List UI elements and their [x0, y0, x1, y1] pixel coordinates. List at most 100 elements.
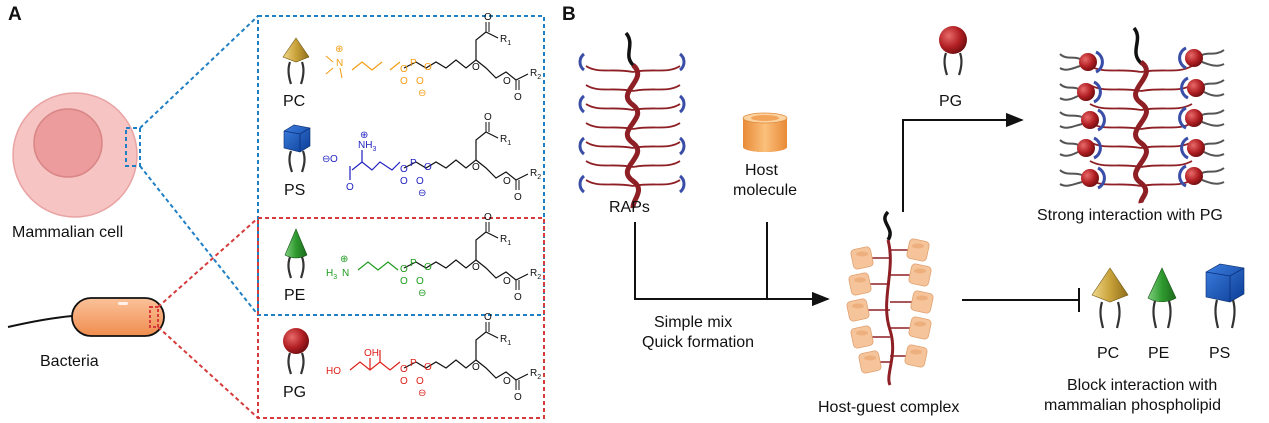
- mix-label-line2: Quick formation: [642, 334, 754, 351]
- pg-p-charge: ⊖: [418, 388, 426, 399]
- host-guest-complex: [846, 210, 934, 386]
- complex-host-unit: [848, 272, 872, 296]
- raps-end-group: [678, 174, 686, 194]
- ps-ester-o2: O: [503, 176, 511, 187]
- mammalian-cell-label: Mammalian cell: [12, 224, 123, 241]
- raps-side-chain: [632, 160, 681, 168]
- ps-label: PS: [284, 182, 305, 199]
- ps-cube-icon-b: [1205, 263, 1245, 329]
- ps-o-link: O: [400, 164, 408, 175]
- mammalian-cell: [12, 92, 141, 218]
- pg-phosphorus: P: [410, 358, 417, 369]
- assembly-pg-unit: [1178, 46, 1225, 70]
- raps-end-group: [578, 94, 586, 114]
- assembly-pg-unit: [1059, 136, 1102, 160]
- pe-structure: [357, 261, 399, 271]
- assembly-pg-unit: [1059, 80, 1102, 104]
- pg-o-link: O: [400, 364, 408, 375]
- zoom-line-bottom-red: [157, 326, 259, 419]
- pg-ho: HO: [326, 366, 341, 377]
- ps-structure: [349, 150, 401, 180]
- pc-pyramid-icon-b: [1091, 267, 1129, 329]
- raps-side-chain: [585, 179, 634, 187]
- host-molecule-icon: [742, 112, 788, 152]
- raps-end-group: [578, 136, 586, 156]
- ps-carbonyl-o2: O: [514, 192, 522, 203]
- pg-p-o: O: [400, 376, 408, 387]
- raps-side-chain: [632, 122, 681, 130]
- pe-ester-o2: O: [503, 276, 511, 287]
- mix-arrow: [634, 222, 830, 307]
- bacterial-lipid-box: [257, 217, 545, 419]
- pc-pyramid-icon: [282, 37, 310, 85]
- complex-host-unit: [906, 238, 930, 262]
- zoom-line-top-blue: [139, 15, 259, 129]
- raps-side-chain: [632, 65, 681, 73]
- pg-sphere-icon: [283, 328, 309, 375]
- raps-end-group: [578, 52, 586, 72]
- zoom-line-top-red: [157, 217, 259, 308]
- raps-end-group: [678, 94, 686, 114]
- pg-arrow: [902, 112, 1024, 212]
- ps-carboxyl-charge: ⊖: [322, 154, 330, 165]
- assembly-pg-unit: [1180, 136, 1225, 160]
- zoom-line-bottom-blue: [139, 165, 259, 316]
- pe-carbonyl-o2: O: [514, 292, 522, 303]
- assembly-pg-unit: [1059, 108, 1106, 132]
- pe-p-charge: ⊖: [418, 288, 426, 299]
- pe-ester-o1: O: [472, 262, 480, 273]
- assembly-pg-unit: [1180, 76, 1225, 100]
- pc-p-o: O: [400, 76, 408, 87]
- ps-p-o-minus: O: [416, 176, 424, 187]
- pe-carbonyl-o1: O: [484, 212, 492, 223]
- complex-host-unit: [858, 350, 882, 374]
- raps-side-chain: [585, 122, 634, 130]
- pc-phosphorus: P: [410, 58, 417, 69]
- raps-side-chain: [585, 84, 634, 92]
- block-label-line1: Block interaction with: [1067, 377, 1217, 394]
- pc-r2: R2: [530, 68, 541, 81]
- complex-host-unit: [908, 263, 932, 287]
- raps-label: RAPs: [609, 199, 650, 216]
- ps-nh3-charge: ⊕: [360, 130, 368, 141]
- raps-side-chain: [632, 84, 681, 92]
- ps-o-glyc: O: [424, 162, 432, 173]
- ps-carboxyl-o2: O: [346, 182, 354, 193]
- pe-n-charge: ⊕: [340, 254, 348, 265]
- raps-side-chain: [585, 141, 634, 149]
- pg-ester-o2: O: [503, 376, 511, 387]
- pe-h3n: H3: [326, 268, 337, 281]
- assembly-pg-unit: [1059, 166, 1106, 190]
- pg-p-o-minus: O: [416, 376, 424, 387]
- complex-host-unit: [846, 298, 870, 322]
- pc-label: PC: [283, 93, 305, 110]
- raps-side-chain: [585, 103, 634, 111]
- pe-cone-icon: [284, 228, 308, 279]
- bacteria: [7, 297, 165, 337]
- raps-polymer: [578, 31, 686, 209]
- block-label-line2: mammalian phospholipid: [1044, 397, 1221, 414]
- pc-r1: R1: [500, 34, 511, 47]
- raps-end-group: [578, 174, 586, 194]
- raps-side-chain: [585, 65, 634, 73]
- assembly-pg-unit: [1059, 50, 1104, 74]
- pg-sphere-icon-b: [939, 26, 967, 76]
- pe-p-o: O: [400, 276, 408, 287]
- ps-r1: R1: [500, 134, 511, 147]
- pc-p-o-minus: O: [416, 76, 424, 87]
- pe-label-b: PE: [1148, 345, 1169, 362]
- ps-p-o: O: [400, 176, 408, 187]
- pg-label: PG: [283, 384, 306, 401]
- raps-side-chain: [632, 141, 681, 149]
- ps-carboxyl-o1: O: [330, 154, 338, 165]
- pc-carbonyl-o1: O: [484, 12, 492, 23]
- raps-side-chain: [585, 160, 634, 168]
- ps-r2: R2: [530, 168, 541, 181]
- pe-r1: R1: [500, 234, 511, 247]
- pe-phosphorus: P: [410, 258, 417, 269]
- panel-b-letter: B: [562, 4, 576, 25]
- pg-carbonyl-o1: O: [484, 312, 492, 323]
